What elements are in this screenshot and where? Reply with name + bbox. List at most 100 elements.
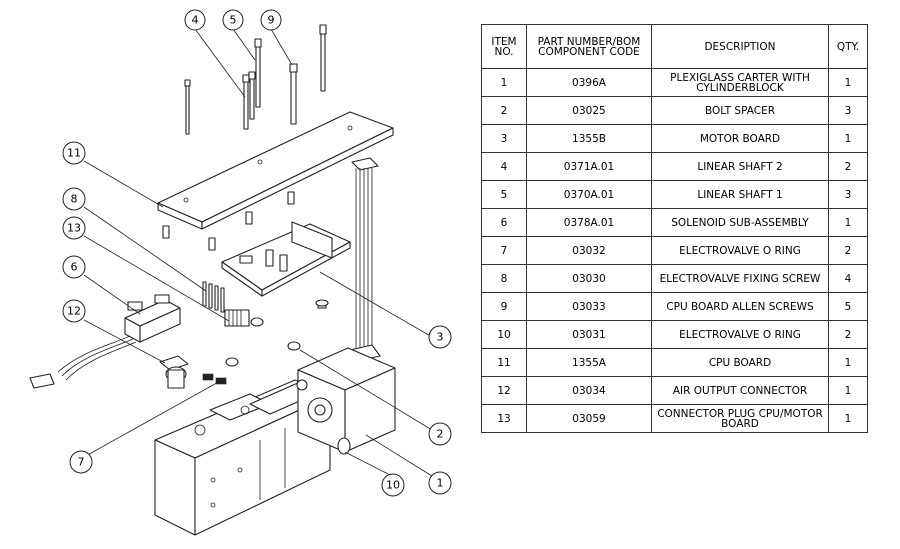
part-number-cell: 03031: [526, 320, 652, 349]
description-cell: LINEAR SHAFT 1: [651, 180, 829, 209]
description-cell: AIR OUTPUT CONNECTOR: [651, 376, 829, 405]
fixing-screws-and-plug: [202, 281, 301, 367]
item-balloon-1: 1: [428, 471, 452, 495]
svg-text:10: 10: [386, 479, 400, 492]
item-balloon-7: 7: [69, 450, 93, 474]
leader-lines: [83, 28, 433, 477]
description-cell: MOTOR BOARD: [651, 124, 829, 153]
svg-text:8: 8: [71, 193, 78, 206]
part-number-cell: 03033: [526, 292, 652, 321]
description-cell: CPU BOARD: [651, 348, 829, 377]
col-header-item-no: ITEM NO.: [481, 24, 527, 69]
item-balloon-13: 13: [62, 216, 86, 240]
item-no-cell: 2: [481, 96, 527, 125]
description-cell: LINEAR SHAFT 2: [651, 152, 829, 181]
qty-cell: 1: [828, 348, 868, 377]
part-number-cell: 0371A.01: [526, 152, 652, 181]
qty-cell: 3: [828, 96, 868, 125]
item-no-cell: 4: [481, 152, 527, 181]
part-number-cell: 1355B: [526, 124, 652, 153]
qty-cell: 1: [828, 404, 868, 433]
qty-cell: 2: [828, 236, 868, 265]
item-balloon-11: 11: [62, 141, 86, 165]
qty-cell: 1: [828, 124, 868, 153]
item-balloon-10: 10: [381, 473, 405, 497]
description-cell: CONNECTOR PLUG CPU/MOTOR BOARD: [651, 404, 829, 433]
item-no-cell: 12: [481, 376, 527, 405]
item-no-cell: 6: [481, 208, 527, 237]
item-balloon-12: 12: [62, 299, 86, 323]
ribbon-cable: [349, 157, 381, 362]
motor-board: [221, 221, 351, 309]
item-no-cell: 13: [481, 404, 527, 433]
item-balloon-6: 6: [62, 255, 86, 279]
item-no-cell: 10: [481, 320, 527, 349]
col-header-description: DESCRIPTION: [651, 24, 829, 69]
item-balloon-8: 8: [62, 187, 86, 211]
solenoid-sub-assembly: [29, 294, 181, 389]
air-output-connector: [159, 355, 189, 389]
svg-text:7: 7: [78, 456, 85, 469]
part-number-cell: 03059: [526, 404, 652, 433]
svg-text:6: 6: [71, 261, 78, 274]
o-rings: [202, 373, 227, 385]
item-no-cell: 11: [481, 348, 527, 377]
part-number-cell: 03034: [526, 376, 652, 405]
description-cell: BOLT SPACER: [651, 96, 829, 125]
description-cell: PLEXIGLASS CARTER WITH CYLINDERBLOCK: [651, 68, 829, 97]
item-no-cell: 5: [481, 180, 527, 209]
part-number-cell: 1355A: [526, 348, 652, 377]
qty-cell: 2: [828, 152, 868, 181]
qty-cell: 3: [828, 180, 868, 209]
svg-text:5: 5: [230, 14, 237, 27]
description-cell: CPU BOARD ALLEN SCREWS: [651, 292, 829, 321]
description-cell: ELECTROVALVE O RING: [651, 320, 829, 349]
svg-text:11: 11: [67, 147, 81, 160]
bom-header: ITEM NO. PART NUMBER/BOM COMPONENT CODE …: [481, 24, 868, 69]
description-cell: ELECTROVALVE O RING: [651, 236, 829, 265]
item-no-cell: 8: [481, 264, 527, 293]
item-no-cell: 9: [481, 292, 527, 321]
qty-cell: 5: [828, 292, 868, 321]
item-no-cell: 3: [481, 124, 527, 153]
item-balloon-4: 4: [184, 9, 206, 31]
part-number-cell: 03032: [526, 236, 652, 265]
svg-text:4: 4: [192, 14, 199, 27]
motor-block: [296, 347, 396, 455]
bom-header-row: ITEM NO. PART NUMBER/BOM COMPONENT CODE …: [481, 24, 868, 69]
item-no-cell: 1: [481, 68, 527, 97]
bill-of-materials-table: ITEM NO. PART NUMBER/BOM COMPONENT CODE …: [481, 24, 868, 433]
qty-cell: 2: [828, 320, 868, 349]
col-header-part-number: PART NUMBER/BOM COMPONENT CODE: [526, 24, 652, 69]
item-balloon-2: 2: [428, 422, 452, 446]
svg-text:1: 1: [437, 477, 444, 490]
part-number-cell: 0396A: [526, 68, 652, 97]
part-number-cell: 0378A.01: [526, 208, 652, 237]
part-number-cell: 03025: [526, 96, 652, 125]
svg-text:3: 3: [437, 331, 444, 344]
qty-cell: 1: [828, 208, 868, 237]
item-balloon-9: 9: [260, 9, 282, 31]
part-number-cell: 03030: [526, 264, 652, 293]
exploded-assembly-drawing: 4 5 9 11 8 13 6 12 3 2 7 10 1: [29, 9, 452, 536]
description-cell: ELECTROVALVE FIXING SCREW: [651, 264, 829, 293]
qty-cell: 1: [828, 376, 868, 405]
item-no-cell: 7: [481, 236, 527, 265]
item-balloon-5: 5: [222, 9, 244, 31]
col-header-qty: QTY.: [828, 24, 868, 69]
part-number-cell: 0370A.01: [526, 180, 652, 209]
